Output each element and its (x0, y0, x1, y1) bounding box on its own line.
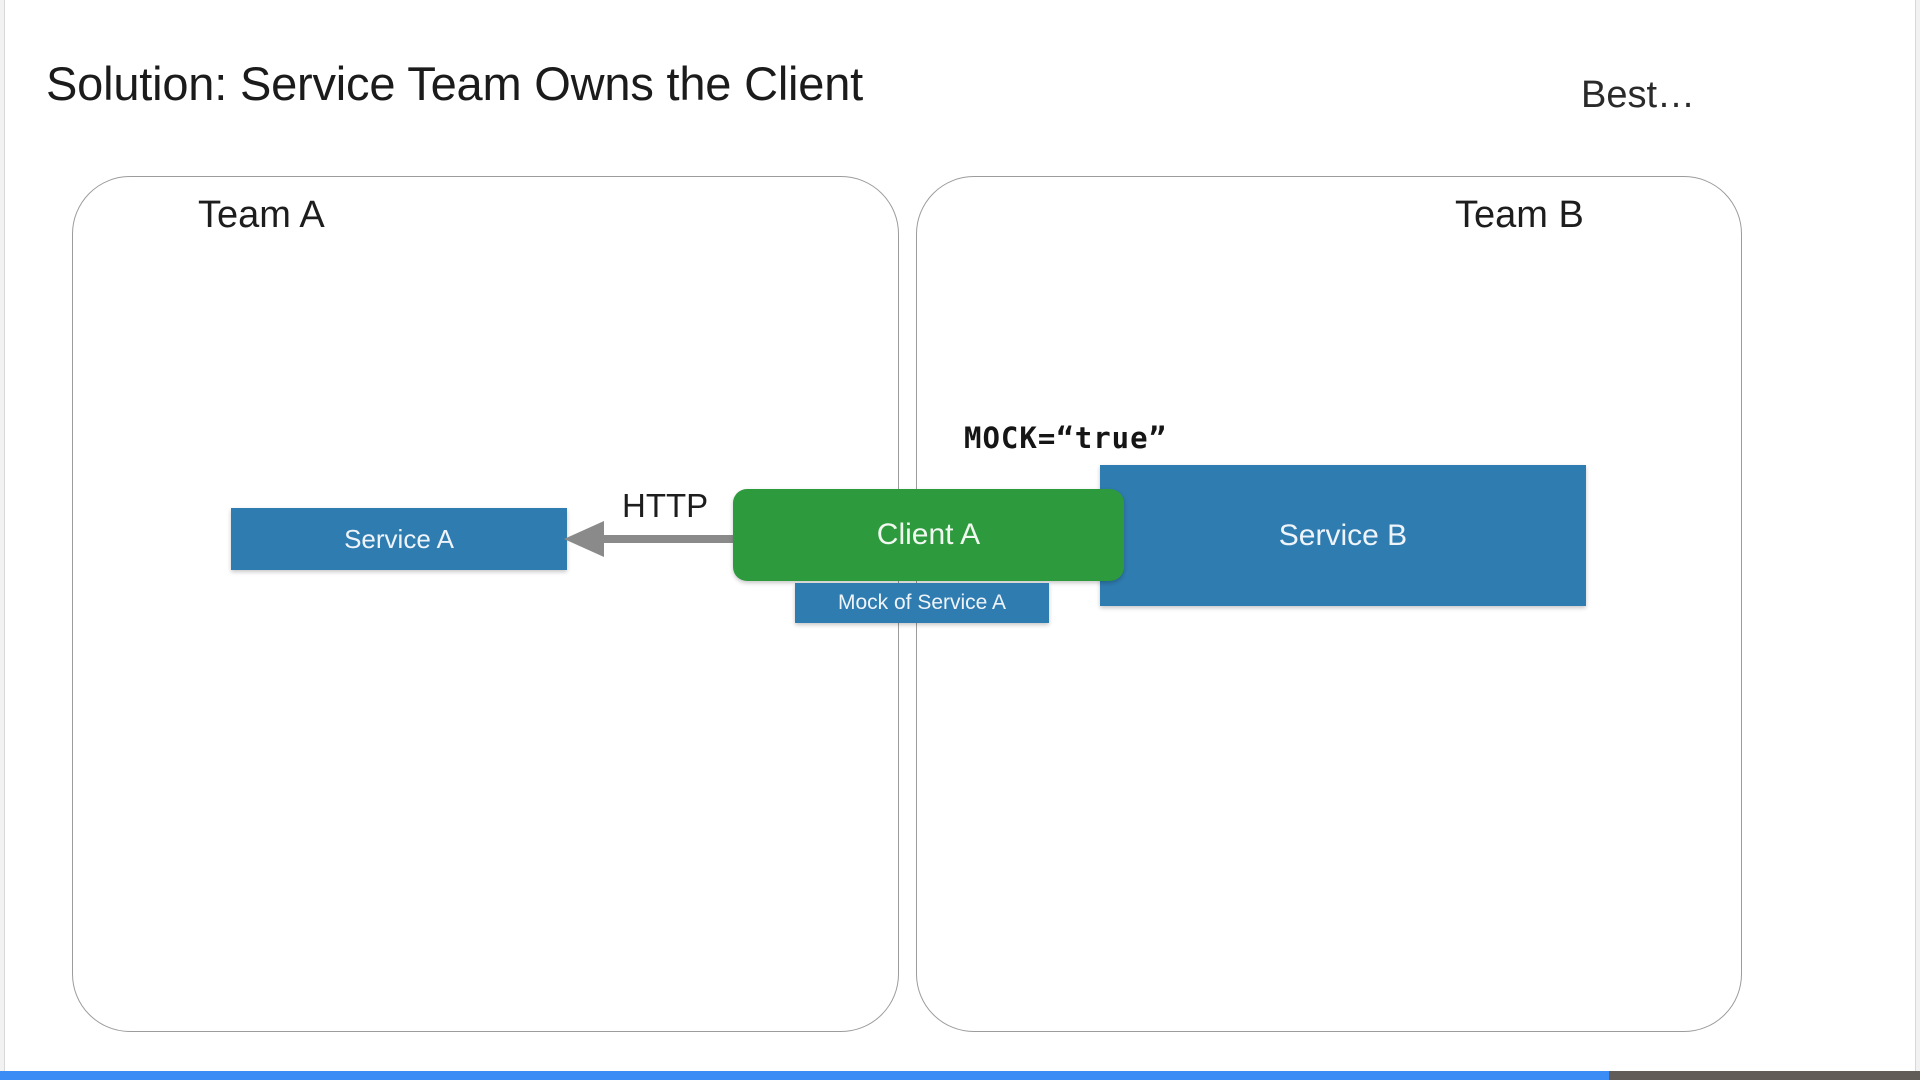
team-a-label: Team A (198, 194, 325, 236)
service-a-label: Service A (344, 523, 454, 554)
service-b-label: Service B (1278, 518, 1408, 552)
frame-edge-left (0, 0, 5, 1080)
service-a-node: Service A (231, 508, 567, 570)
team-b-label: Team B (1455, 194, 1584, 236)
progress-bar-fill (0, 1071, 1609, 1080)
http-arrow-label: HTTP (622, 487, 709, 524)
mock-flag-annotation: MOCK=“true” (964, 421, 1168, 455)
progress-bar-track[interactable] (0, 1071, 1920, 1080)
service-b-node: Service B (1100, 465, 1586, 606)
frame-edge-right (1915, 0, 1920, 1080)
client-a-node: Client A (733, 489, 1124, 581)
http-arrow-icon (564, 521, 748, 557)
page-title: Solution: Service Team Owns the Client (46, 57, 864, 110)
mock-of-service-a-node: Mock of Service A (795, 583, 1049, 623)
slide-subtitle: Best… (1581, 74, 1696, 116)
mock-of-service-a-label: Mock of Service A (837, 591, 1007, 614)
team-a-container (72, 176, 899, 1032)
client-a-label: Client A (876, 518, 981, 551)
